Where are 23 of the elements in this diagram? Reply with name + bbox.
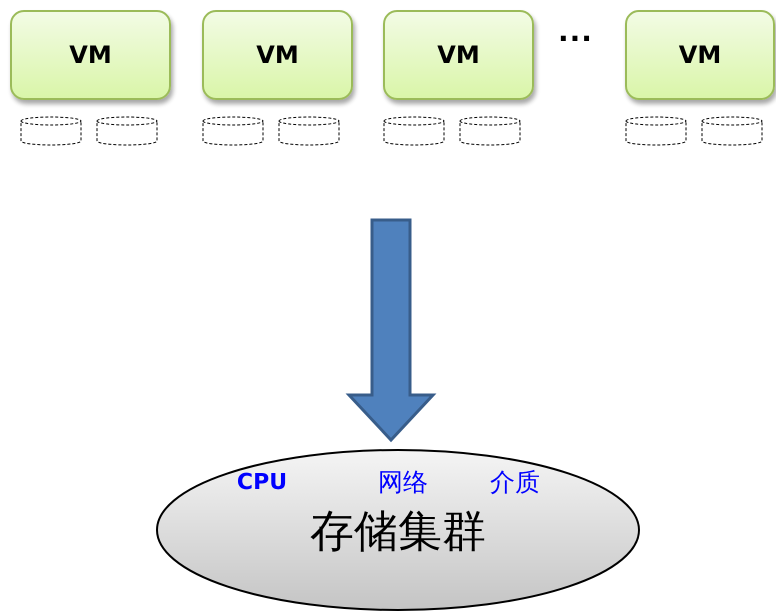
disk-cylinder (202, 116, 264, 146)
disk-cylinder (20, 116, 82, 146)
node-label: VM (437, 41, 480, 69)
node-label: VM (256, 41, 299, 69)
node-label: VM (678, 41, 722, 69)
vm-box (10, 10, 171, 100)
node-title: 存储集群 (310, 510, 486, 554)
disk-cylinder (625, 116, 687, 146)
disk-cylinder (278, 116, 340, 146)
node-label: 网络 (378, 470, 428, 494)
disk-cylinder (383, 116, 445, 146)
vm-box (625, 10, 775, 100)
vm-box (383, 10, 534, 100)
node-label: CPU (236, 472, 288, 494)
node-label: VM (69, 41, 112, 69)
disk-cylinder (459, 116, 521, 146)
ellipsis-label: ... (558, 18, 593, 46)
node-label: 介质 (490, 470, 540, 494)
down-arrow (346, 218, 436, 442)
storage-cluster-ellipse (155, 448, 641, 612)
vm-box (202, 10, 353, 100)
disk-cylinder (701, 116, 763, 146)
disk-cylinder (96, 116, 158, 146)
